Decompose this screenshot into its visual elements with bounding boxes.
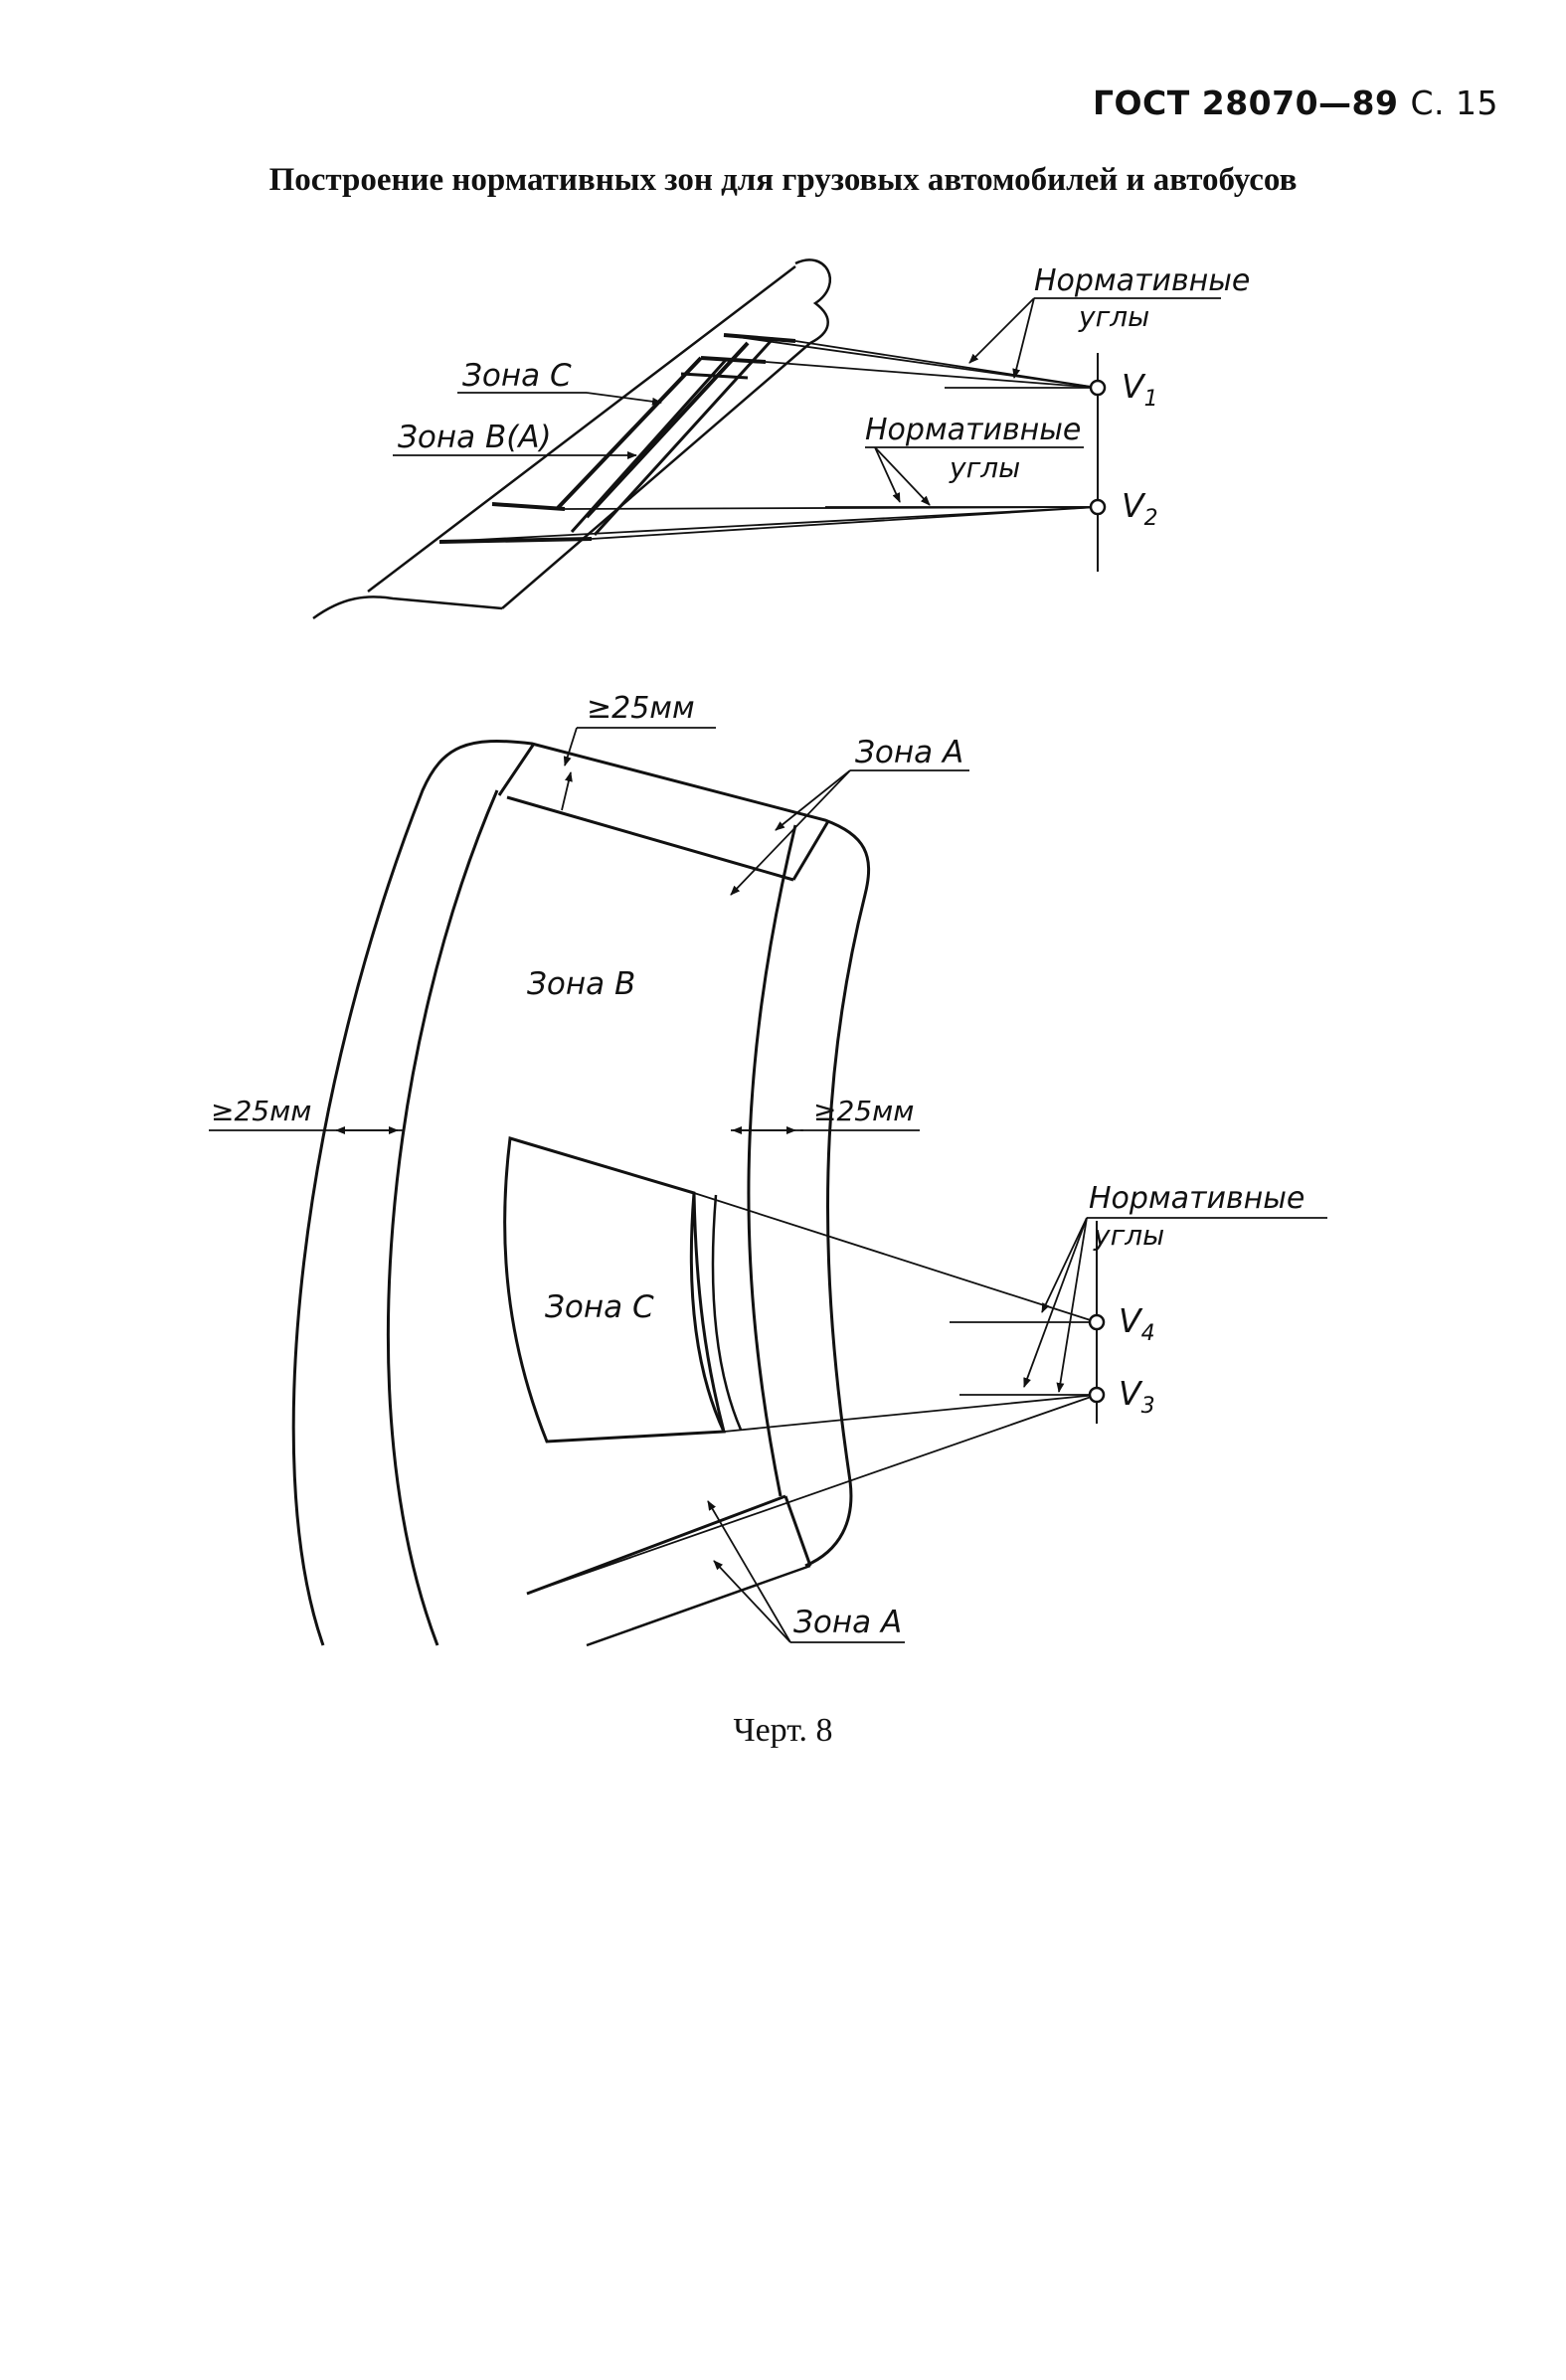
figure-2-labels: ≥25мм ≥25мм ≥25мм Зона А Зона В Зона С З… [211,691,1305,1640]
glass-outer-outline [291,740,871,1646]
label-angles1-word2: углы [1078,300,1149,333]
label-angles3-word1: Нормативные [1089,1181,1305,1216]
leader-zone-a-top-a [775,769,851,831]
label-zone-ba: Зона В(А) [398,420,552,455]
figure-1-side-view [312,258,1221,620]
page-number: С. 15 [1410,84,1498,122]
label-angles1-word1: Нормативные [1034,263,1250,298]
zone-a-bottom-line [526,1494,786,1596]
leader-zone-a-bottom-b [713,1560,791,1643]
label-angles3-word2: углы [1093,1219,1164,1252]
zone-a-bottom-right [783,1495,812,1567]
point-v3 [1088,1386,1106,1404]
leader-angles3-c [1056,1217,1088,1393]
label-v2: V2 [1122,486,1158,531]
label-dim-left: ≥25мм [211,1095,311,1127]
label-dim-top: ≥25мм [587,691,695,726]
leader-angles1-b [1012,297,1035,379]
page-header: ГОСТ 28070—89 С. 15 [1093,84,1498,122]
zone-a-top-inner [506,795,794,882]
glass-right-edge [501,342,811,609]
dim-top-arrow-a [563,727,578,766]
zone-c-bottom [491,502,566,511]
label-angles2-word2: углы [949,451,1020,484]
sightline-v2-b [591,506,1099,540]
sightline-v1-c [765,361,1099,389]
glass-top-curl [794,258,832,345]
zone-a-top-right [791,820,830,881]
zone-a-inner-right [747,824,797,1497]
leader-angles3-a [1041,1217,1088,1313]
zone-a-top-line [497,743,536,796]
glass-left-edge [367,265,796,593]
label-angles2-word1: Нормативные [865,413,1081,447]
leader-zone-a-top-b [730,769,851,896]
dim-top-arrow-b [561,771,573,811]
label-zone-b: Зона В [527,966,635,1002]
figure-2-front-view [209,727,1327,1647]
zone-c-right-line [711,1194,743,1431]
leader-angles3-b [1023,1217,1088,1388]
leader-angles2-b [874,446,901,503]
leader-angles2-a [874,446,931,506]
leader-zone-c [586,392,662,406]
label-zone-a-top: Зона А [855,735,963,770]
zone-c-inner-line [689,1192,726,1433]
point-v1 [1089,379,1107,397]
figure-1-labels: Зона С Зона В(А) Нормативные углы Нормат… [398,263,1250,531]
sightline-v4-a [693,1192,1098,1323]
figure-caption: Черт. 8 [733,1712,833,1749]
label-zone-c-1: Зона С [462,358,572,394]
label-v1: V1 [1122,367,1158,412]
standard-number: ГОСТ 28070—89 [1092,84,1399,122]
label-zone-a-bottom: Зона А [793,1605,902,1640]
label-zone-c-2: Зона С [545,1289,654,1325]
leader-zone-a-bottom-a [707,1500,791,1643]
zone-c-inner [570,358,728,534]
zone-a-bottom-outer [586,1564,811,1647]
zone-c-outline [503,1136,726,1444]
point-v4 [1088,1313,1106,1331]
zone-c-left [555,356,703,511]
glass-bottom-curl [312,595,503,620]
sightline-v3-a [723,1394,1098,1433]
leader-angles1-a [968,297,1035,364]
sightline-v3-b [526,1394,1098,1595]
label-dim-right: ≥25мм [813,1095,914,1127]
label-v3: V3 [1119,1374,1155,1419]
zone-a-inner-left [386,789,499,1646]
document-title: Построение нормативных зон для грузовых … [268,162,1298,198]
sightline-v1-b [794,340,1099,389]
point-v2 [1089,498,1107,516]
label-v4: V4 [1119,1301,1155,1346]
zone-ba-left [585,341,750,519]
zone-ba-right [593,336,776,537]
sightline-v2-a [438,506,1099,543]
